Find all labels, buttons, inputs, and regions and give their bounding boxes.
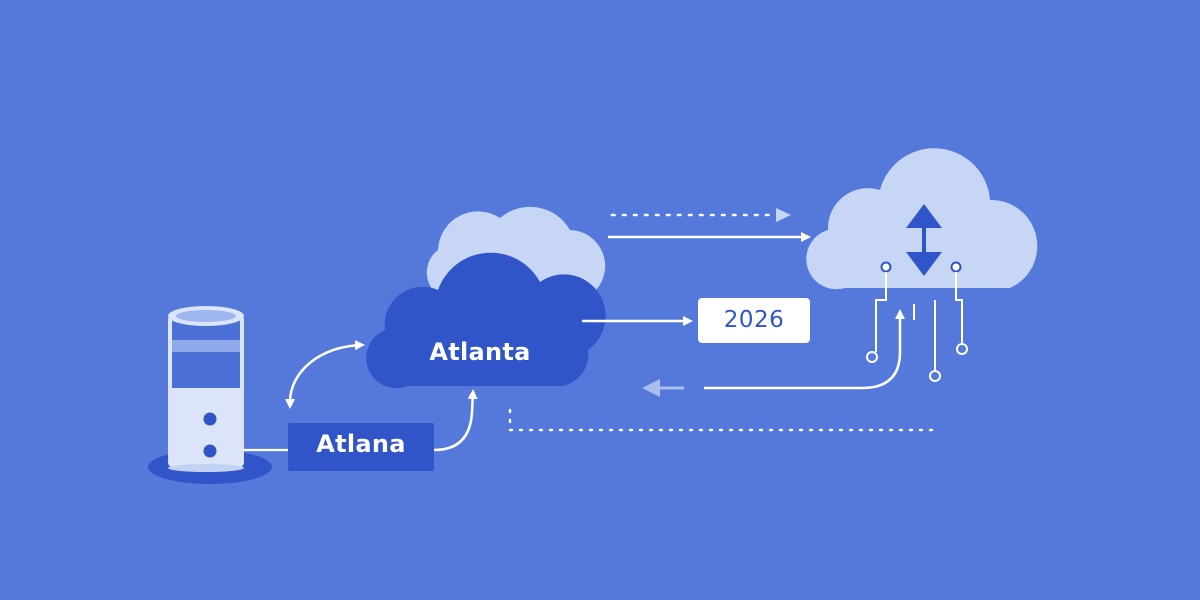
- up-down-arrows-icon: [906, 204, 942, 276]
- cloud-label: Atlanta: [429, 338, 531, 366]
- faint-back-arrow: [642, 379, 684, 397]
- return-arrow: [704, 309, 905, 390]
- tag-label: Atlana: [316, 430, 406, 458]
- tag-box: [288, 423, 434, 471]
- dotted-arrow-head: [776, 208, 791, 222]
- circuit-lines: [866, 261, 968, 382]
- year-box: [698, 298, 810, 343]
- tag-to-cloud-arrow: [433, 389, 478, 452]
- database-server-icon: [148, 306, 288, 484]
- cloud-icon: [366, 252, 606, 389]
- bidirectional-arrow: [285, 340, 365, 409]
- year-label: 2026: [723, 307, 785, 333]
